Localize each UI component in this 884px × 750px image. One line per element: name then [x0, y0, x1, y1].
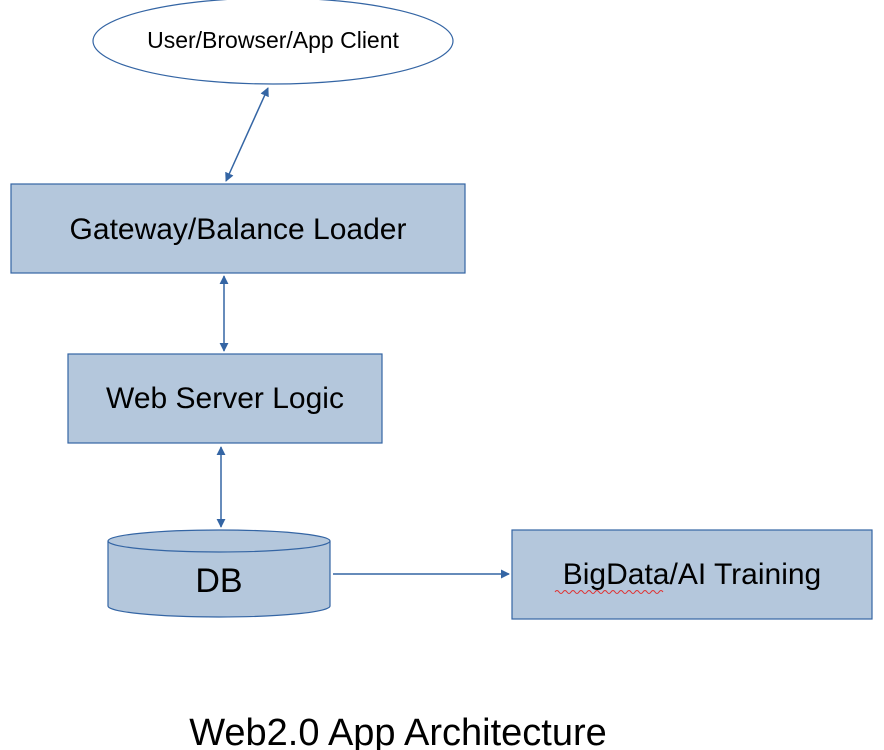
node-bigdata: BigData/AI Training	[511, 529, 873, 620]
spellcheck-underline	[554, 590, 664, 594]
gateway-box	[10, 183, 466, 274]
client-ellipse	[92, 0, 454, 85]
webserver-box	[67, 353, 383, 444]
db-cylinder-body	[107, 541, 331, 618]
node-webserver: Web Server Logic	[67, 353, 383, 444]
bigdata-box	[511, 529, 873, 620]
bigdata-label: BigData/AI Training	[563, 558, 821, 591]
db-cylinder-top	[107, 529, 331, 553]
diagram-title: Web2.0 App Architecture	[189, 712, 607, 750]
node-gateway: Gateway/Balance Loader	[10, 183, 466, 274]
gateway-label: Gateway/Balance Loader	[70, 213, 407, 246]
node-client: User/Browser/App Client	[92, 0, 454, 85]
db-label: DB	[195, 562, 242, 600]
webserver-label: Web Server Logic	[106, 382, 344, 415]
edge-client-gateway	[225, 87, 269, 182]
node-db: DB	[107, 529, 331, 618]
edges	[216, 87, 510, 579]
client-label: User/Browser/App Client	[147, 27, 399, 53]
